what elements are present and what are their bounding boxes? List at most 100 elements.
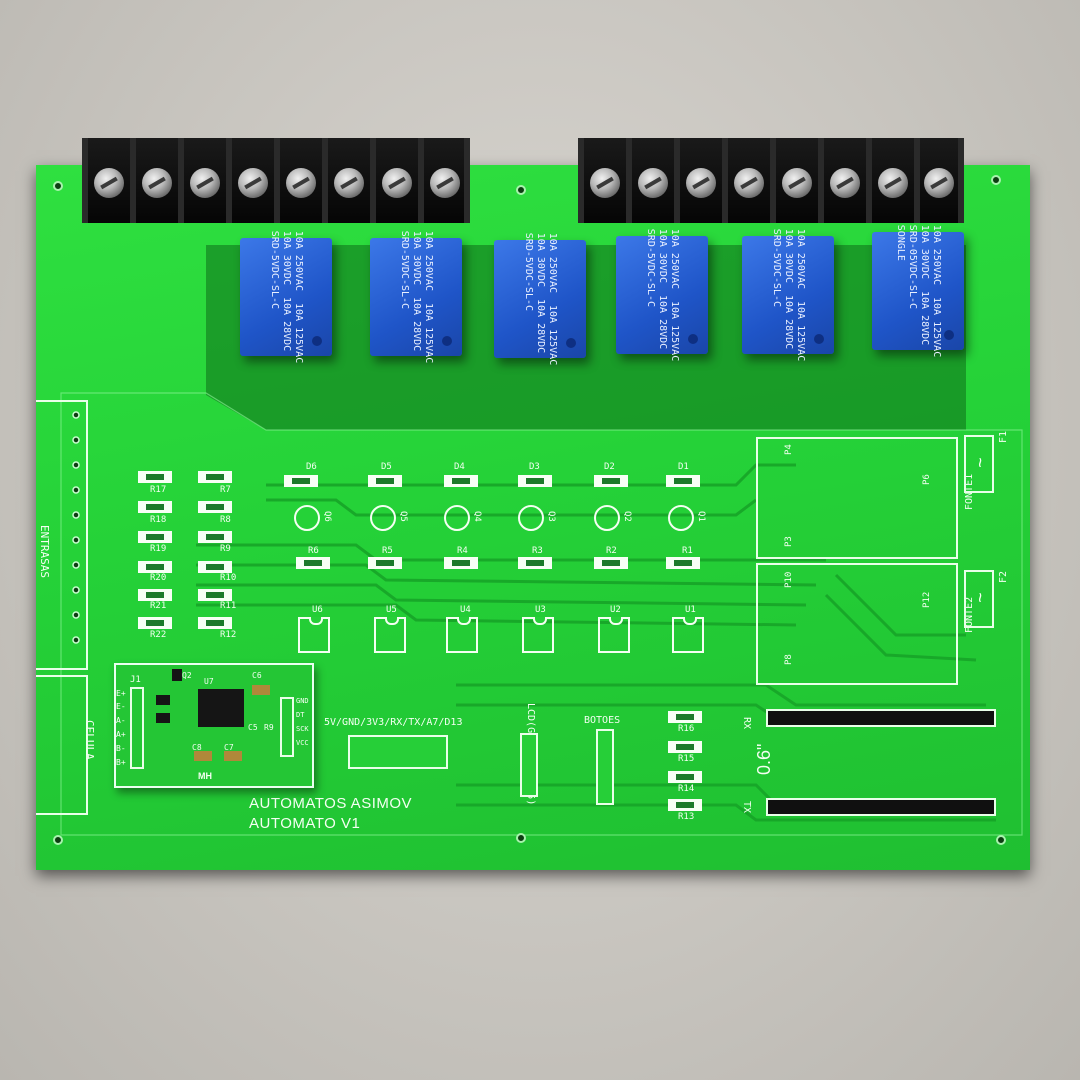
module-component	[156, 695, 170, 705]
resistor-label: R15	[678, 754, 695, 764]
resistor	[594, 557, 628, 569]
terminal-screw[interactable]	[238, 168, 268, 198]
terminal-screw[interactable]	[686, 168, 716, 198]
terminal-screw[interactable]	[638, 168, 668, 198]
resistor	[198, 501, 232, 513]
relay-marker	[688, 334, 698, 344]
terminal-screw[interactable]	[830, 168, 860, 198]
resistor	[198, 471, 232, 483]
diode	[444, 475, 478, 487]
terminal-divider	[770, 138, 776, 223]
resistor	[668, 799, 702, 811]
terminal-divider	[674, 138, 680, 223]
terminal-screw[interactable]	[334, 168, 364, 198]
optocoupler-label: U2	[610, 605, 621, 615]
diode	[666, 475, 700, 487]
terminal-screw[interactable]	[190, 168, 220, 198]
terminal-screw[interactable]	[382, 168, 412, 198]
p8-label: P8	[784, 654, 794, 665]
diode-label: D2	[604, 462, 615, 472]
tx-label: TX	[741, 801, 752, 814]
diode	[594, 475, 628, 487]
resistor-label: R2	[606, 546, 617, 556]
pin-label: E-	[116, 702, 126, 711]
io-connector-label: 5V/GND/3V3/RX/TX/A7/D13	[324, 717, 463, 728]
terminal-screw[interactable]	[94, 168, 124, 198]
resistor-label: R3	[532, 546, 543, 556]
transistor-label: Q6	[322, 511, 332, 522]
resistor	[138, 617, 172, 629]
resistor	[666, 557, 700, 569]
optocoupler	[672, 617, 704, 653]
board-title-line2: AUTOMATO V1	[249, 815, 361, 832]
terminal-screw[interactable]	[782, 168, 812, 198]
resistor-label: R20	[150, 573, 167, 583]
module-component	[172, 669, 182, 681]
module-c6-label: C6	[252, 671, 262, 680]
optocoupler-label: U3	[535, 605, 546, 615]
terminal-screw[interactable]	[286, 168, 316, 198]
fuse-1-footprint: ~	[964, 435, 994, 493]
board-title-line1: AUTOMATOS ASIMOV	[249, 795, 413, 812]
module-u7-label: U7	[204, 677, 214, 686]
relay-marker	[944, 330, 954, 340]
hx711-chip	[198, 689, 244, 727]
p3-label: P3	[784, 536, 794, 547]
cell-label: CELULA	[83, 720, 96, 760]
fuse-2-footprint: ~	[964, 570, 994, 628]
pin-label: GND	[296, 697, 309, 705]
mounting-hole	[516, 185, 526, 195]
resistor-label: R18	[150, 515, 167, 525]
resistor-label: R17	[150, 485, 167, 495]
terminal-divider	[82, 138, 88, 223]
diode-label: D1	[678, 462, 689, 472]
display-size-label: 0.6"	[754, 743, 774, 775]
terminal-divider	[418, 138, 424, 223]
module-r9-label: R9	[264, 723, 274, 732]
terminal-screw[interactable]	[878, 168, 908, 198]
transistor-label: Q1	[696, 511, 706, 522]
terminal-screw[interactable]	[142, 168, 172, 198]
rx-label: RX	[741, 717, 752, 730]
transistor	[594, 505, 620, 531]
module-component	[194, 751, 212, 761]
terminal-divider	[818, 138, 824, 223]
terminal-screw[interactable]	[924, 168, 954, 198]
mounting-hole	[516, 833, 526, 843]
p10-label: P10	[784, 571, 794, 588]
terminal-screw[interactable]	[430, 168, 460, 198]
resistor	[668, 711, 702, 723]
terminal-divider	[370, 138, 376, 223]
lcd-connector-header	[520, 733, 538, 797]
terminal-screw[interactable]	[590, 168, 620, 198]
terminal-screw[interactable]	[734, 168, 764, 198]
transistor	[668, 505, 694, 531]
relay-4: 10A 250VAC 10A 125VAC 10A 30VDC 10A 28VD…	[616, 229, 708, 361]
resistor	[668, 771, 702, 783]
load-cell-module: J1 E+ E- A- A+ B- B+ Q2 U7 C6 C5 R9 C8 C…	[114, 663, 314, 788]
resistor	[518, 557, 552, 569]
terminal-block-right	[578, 138, 964, 223]
resistor-label: R10	[220, 573, 237, 583]
mounting-hole	[53, 181, 63, 191]
pin-label: E+	[116, 689, 126, 698]
relay-marker	[312, 336, 322, 346]
resistor-label: R7	[220, 485, 231, 495]
mounting-hole	[53, 835, 63, 845]
terminal-divider	[722, 138, 728, 223]
inputs-label: ENTRASAS	[38, 525, 51, 578]
fuse-icon: ~	[969, 592, 990, 603]
relay-label: 10A 250VAC 10A 125VAC 10A 30VDC 10A 28VD…	[269, 230, 304, 364]
resistor-label: R21	[150, 601, 167, 611]
transistor-label: Q4	[472, 511, 482, 522]
resistor	[138, 501, 172, 513]
relay-1: 10A 250VAC 10A 125VAC 10A 30VDC 10A 28VD…	[240, 231, 332, 363]
diode-label: D4	[454, 462, 465, 472]
optocoupler	[374, 617, 406, 653]
module-q2-label: Q2	[182, 671, 192, 680]
resistor-label: R16	[678, 724, 695, 734]
resistor	[198, 531, 232, 543]
module-name: MH	[198, 771, 212, 781]
diode-label: D5	[381, 462, 392, 472]
buttons-label: BOTOES	[584, 715, 621, 726]
